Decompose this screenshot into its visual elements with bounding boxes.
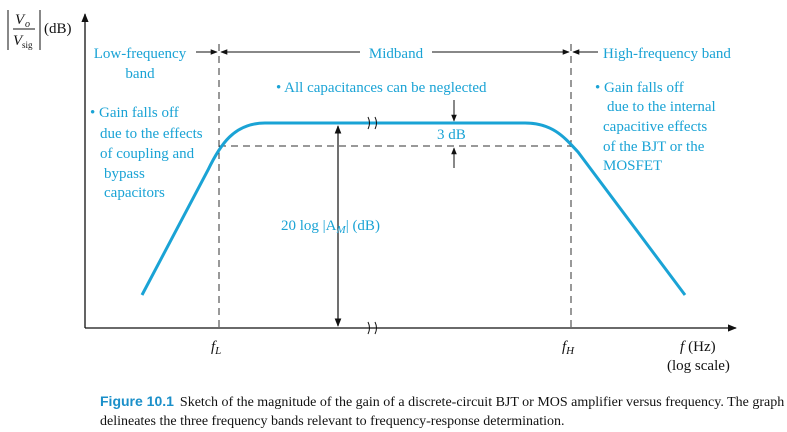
three-db-label: 3 dB — [437, 127, 466, 143]
high-note: • Gain falls off due to the internal cap… — [595, 80, 716, 174]
low-note: • Gain falls off due to the effects of c… — [90, 105, 203, 201]
low-band-label-line1: Low-frequency — [94, 46, 187, 62]
high-note-line5: MOSFET — [603, 158, 662, 174]
y-denominator: V — [13, 33, 24, 49]
mid-note: • All capacitances can be neglected — [276, 80, 487, 96]
y-axis-label: V o V sig (dB) — [7, 10, 72, 50]
low-note-line4: bypass — [104, 166, 145, 182]
y-numerator-sub: o — [25, 19, 30, 30]
high-note-line4: of the BJT or the — [603, 139, 705, 155]
midband-gain-label: 20 log |AM| (dB) — [281, 218, 380, 236]
x-axis-label: f(Hz) — [680, 339, 716, 355]
figure-caption-text: Sketch of the magnitude of the gain of a… — [100, 395, 785, 429]
gain-curve — [140, 121, 687, 296]
high-note-line1: • Gain falls off — [595, 80, 684, 96]
low-note-line3: of coupling and — [100, 146, 195, 162]
x-axis-scale: (log scale) — [667, 358, 730, 374]
high-note-line2: due to the internal — [607, 99, 716, 115]
fh-label: fH — [562, 339, 575, 357]
low-note-line2: due to the effects — [100, 126, 203, 142]
low-note-line1: • Gain falls off — [90, 105, 179, 121]
low-note-line5: capacitors — [104, 185, 165, 201]
high-band-label: High-frequency band — [603, 46, 731, 62]
low-band-label-line2: band — [125, 66, 155, 82]
curve-break-mark — [367, 116, 377, 130]
y-numerator: V — [15, 12, 26, 28]
midband-label: Midband — [369, 46, 424, 62]
fl-label: fL — [211, 339, 221, 357]
y-unit: (dB) — [44, 21, 72, 37]
figure-label: Figure 10.1 — [100, 393, 174, 409]
high-note-line3: capacitive effects — [603, 119, 707, 135]
y-denominator-sub: sig — [22, 40, 33, 50]
axis-break-mark — [367, 321, 377, 335]
